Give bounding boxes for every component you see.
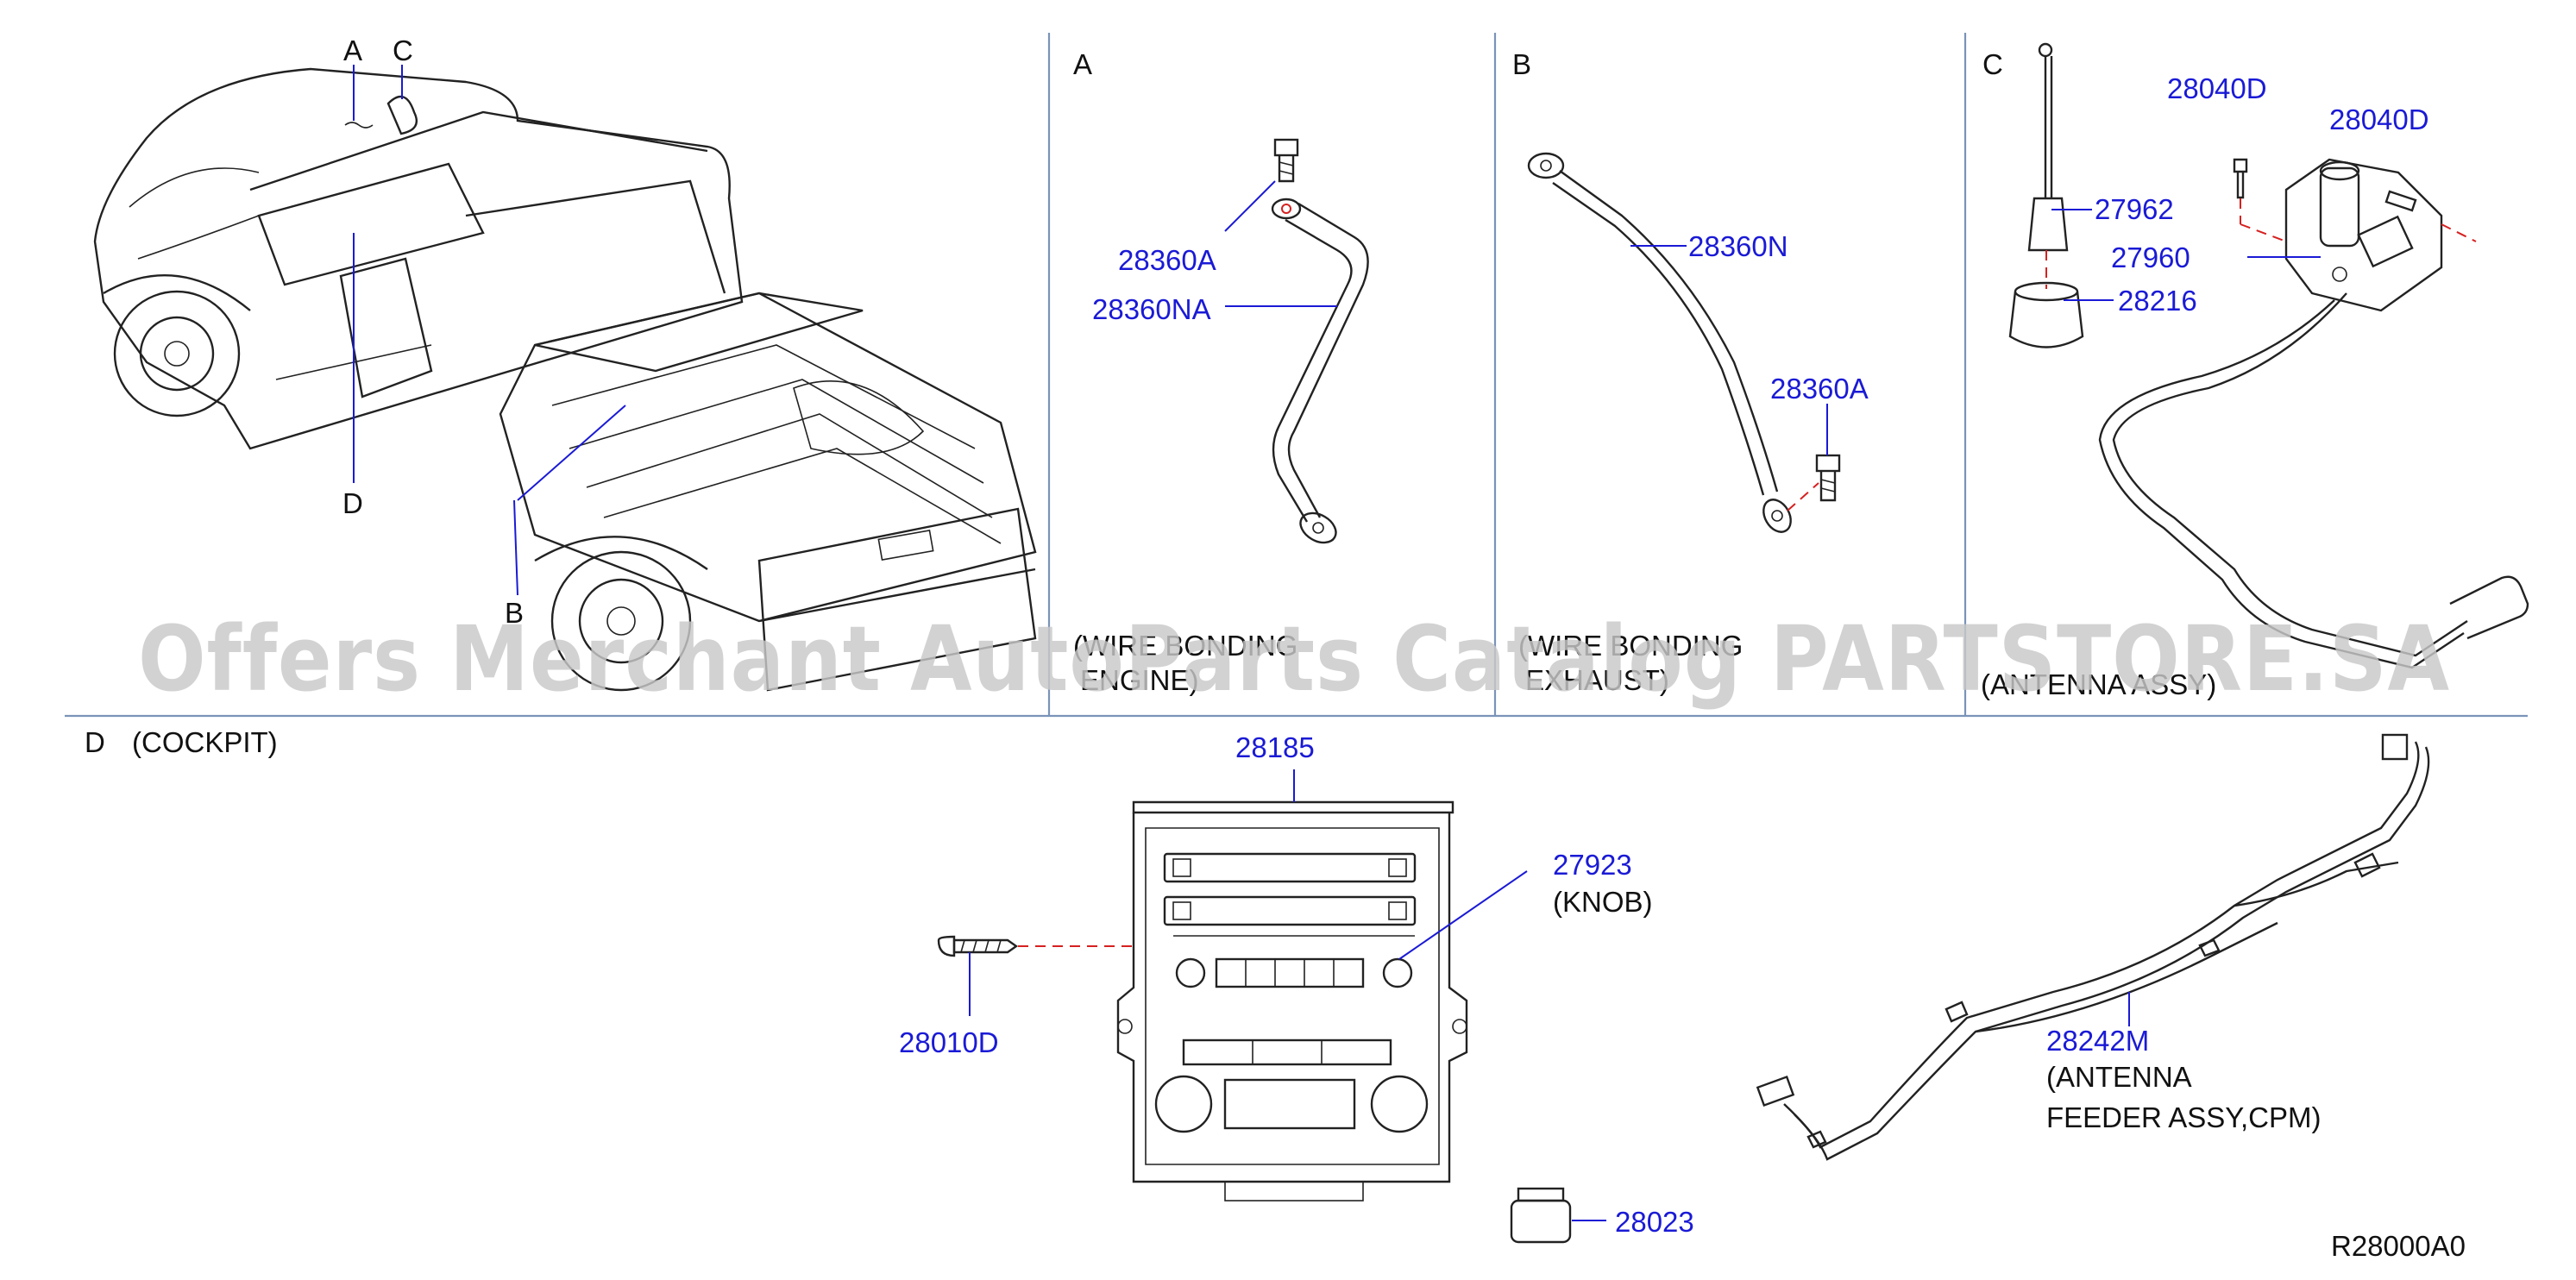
panel-a-title: A [1073, 48, 1092, 80]
panel-d-subtitle: (COCKPIT) [132, 726, 278, 758]
panel-c-caption: (ANTENNA ASSY) [1981, 668, 2216, 700]
watermark-text: Offers Merchant AutoParts Catalog PARTST… [138, 606, 2450, 712]
part-28360a-engine: 28360A [1118, 244, 1216, 276]
panel-d-title: D [85, 726, 105, 758]
knob-note: (KNOB) [1553, 886, 1653, 918]
panel-dividers [65, 33, 2528, 718]
part-27962: 27962 [2095, 193, 2174, 225]
panel-c-title: C [1982, 48, 2003, 80]
part-28185: 28185 [1235, 731, 1315, 763]
part-28242m: 28242M [2046, 1025, 2149, 1057]
antenna-assembly [2008, 42, 2529, 669]
panel-b-caption-line1: (WIRE BONDING [1518, 630, 1743, 662]
feeder-note-line2: FEEDER ASSY,CPM) [2046, 1101, 2321, 1133]
part-28023: 28023 [1615, 1206, 1694, 1238]
panel-b-caption-line2: EXHAUST) [1525, 664, 1669, 696]
callout-b: B [505, 597, 524, 629]
switch-28023 [1510, 1187, 1606, 1244]
part-28010d: 28010D [899, 1026, 999, 1058]
panel-a-caption-line1: (WIRE BONDING [1073, 630, 1297, 662]
callout-d: D [342, 487, 363, 519]
part-28040d-right: 28040D [2329, 104, 2429, 135]
part-28360na: 28360NA [1092, 293, 1211, 325]
diagram-code: R28000A0 [2331, 1230, 2466, 1262]
callout-a: A [343, 35, 362, 66]
callout-c: C [393, 35, 413, 66]
screw-28010d [937, 935, 1134, 1016]
part-28040d-left: 28040D [2167, 72, 2267, 104]
panel-a-caption-line2: ENGINE) [1080, 664, 1199, 696]
part-28360a-exhaust: 28360A [1770, 373, 1869, 405]
part-27960: 27960 [2111, 242, 2190, 273]
panel-b-title: B [1512, 48, 1531, 80]
part-28360n: 28360N [1688, 230, 1788, 262]
wire-bonding-exhaust [1527, 152, 1841, 533]
part-28216: 28216 [2118, 285, 2197, 317]
feeder-note-line1: (ANTENNA [2046, 1061, 2192, 1093]
antenna-feeder-cable [1756, 733, 2430, 1161]
part-27923: 27923 [1553, 849, 1632, 881]
audio-unit-illustration [1116, 769, 1528, 1202]
wire-bonding-engine [1224, 138, 1369, 544]
truck-illustration [93, 65, 1037, 692]
